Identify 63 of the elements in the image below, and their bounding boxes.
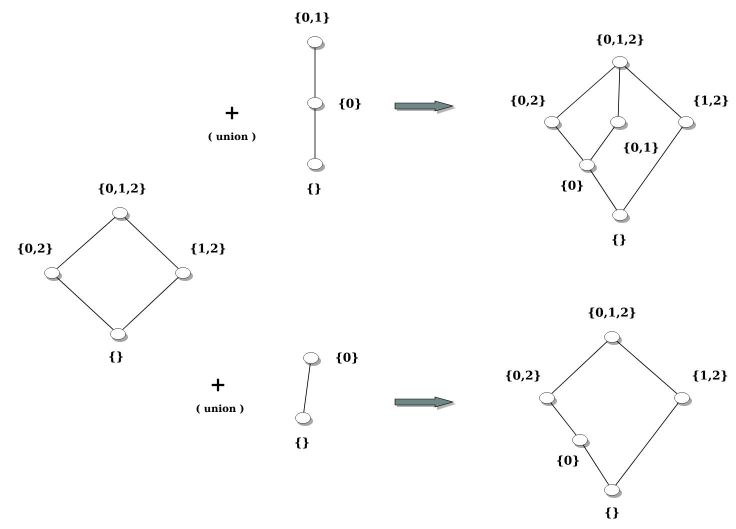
set-label: {0,1,2} bbox=[596, 34, 644, 46]
edge-line bbox=[582, 444, 610, 486]
lattice-node bbox=[544, 116, 562, 130]
lattice-node bbox=[303, 352, 321, 366]
edge-line bbox=[550, 402, 577, 436]
lattice-node bbox=[112, 207, 130, 221]
lattice-node bbox=[295, 412, 313, 426]
lattice-node bbox=[610, 116, 628, 130]
edge-line bbox=[623, 126, 683, 210]
lattice-node bbox=[678, 116, 696, 130]
set-label: {} bbox=[109, 351, 123, 363]
lattice-node bbox=[572, 434, 590, 448]
lattice-node bbox=[44, 267, 62, 281]
set-label: {0,2} bbox=[510, 95, 546, 107]
set-label: {1,2} bbox=[190, 243, 226, 255]
plus-sign: + bbox=[212, 378, 224, 392]
edge-line bbox=[556, 66, 616, 118]
lattice-node bbox=[307, 36, 325, 50]
edge-line bbox=[590, 170, 618, 210]
lattice-node bbox=[612, 56, 630, 70]
set-label: {} bbox=[295, 437, 309, 449]
set-label: {0} bbox=[336, 352, 358, 364]
set-label: {} bbox=[605, 507, 619, 519]
edge-line bbox=[314, 47, 316, 98]
lattice-node bbox=[175, 267, 193, 281]
set-label: {0,2} bbox=[506, 370, 540, 382]
set-label: {0,1} bbox=[294, 12, 330, 24]
set-label: {1,2} bbox=[694, 95, 728, 107]
edge-line bbox=[124, 217, 179, 269]
plus-sign: + bbox=[226, 106, 238, 120]
lattice-node bbox=[579, 159, 597, 173]
set-label: {0,2} bbox=[18, 243, 52, 255]
edge-line bbox=[624, 66, 682, 118]
edge-line bbox=[551, 341, 608, 394]
operation-label: ( union ) bbox=[196, 404, 244, 414]
set-label: {} bbox=[307, 183, 321, 195]
edge-line bbox=[56, 277, 114, 330]
lattice-node bbox=[612, 209, 630, 223]
set-label: {0,1} bbox=[624, 142, 658, 154]
operation-label: ( union ) bbox=[208, 132, 256, 142]
edge-line bbox=[56, 216, 116, 270]
edge-line bbox=[314, 108, 316, 159]
set-label: {0,1,2} bbox=[98, 183, 146, 195]
set-label: {1,2} bbox=[692, 370, 728, 382]
lattice-node bbox=[674, 392, 692, 406]
lattice-node bbox=[604, 484, 622, 498]
set-label: {0} bbox=[557, 455, 579, 467]
lattice-node bbox=[307, 158, 325, 172]
edge-line bbox=[556, 126, 584, 161]
lattice-node bbox=[307, 97, 325, 111]
set-label: {0,1,2} bbox=[588, 307, 636, 319]
edge-line bbox=[590, 126, 615, 160]
set-label: {} bbox=[612, 234, 626, 246]
edge-line bbox=[122, 277, 179, 330]
edge-line bbox=[616, 340, 678, 394]
set-label: {0} bbox=[561, 180, 583, 192]
edge-line bbox=[618, 67, 620, 117]
edge-line bbox=[615, 402, 679, 486]
lattice-node bbox=[539, 392, 557, 406]
lattice-node bbox=[110, 328, 128, 342]
lattice-node bbox=[604, 331, 622, 345]
set-label: {0} bbox=[339, 98, 361, 110]
edge-line bbox=[303, 363, 311, 413]
